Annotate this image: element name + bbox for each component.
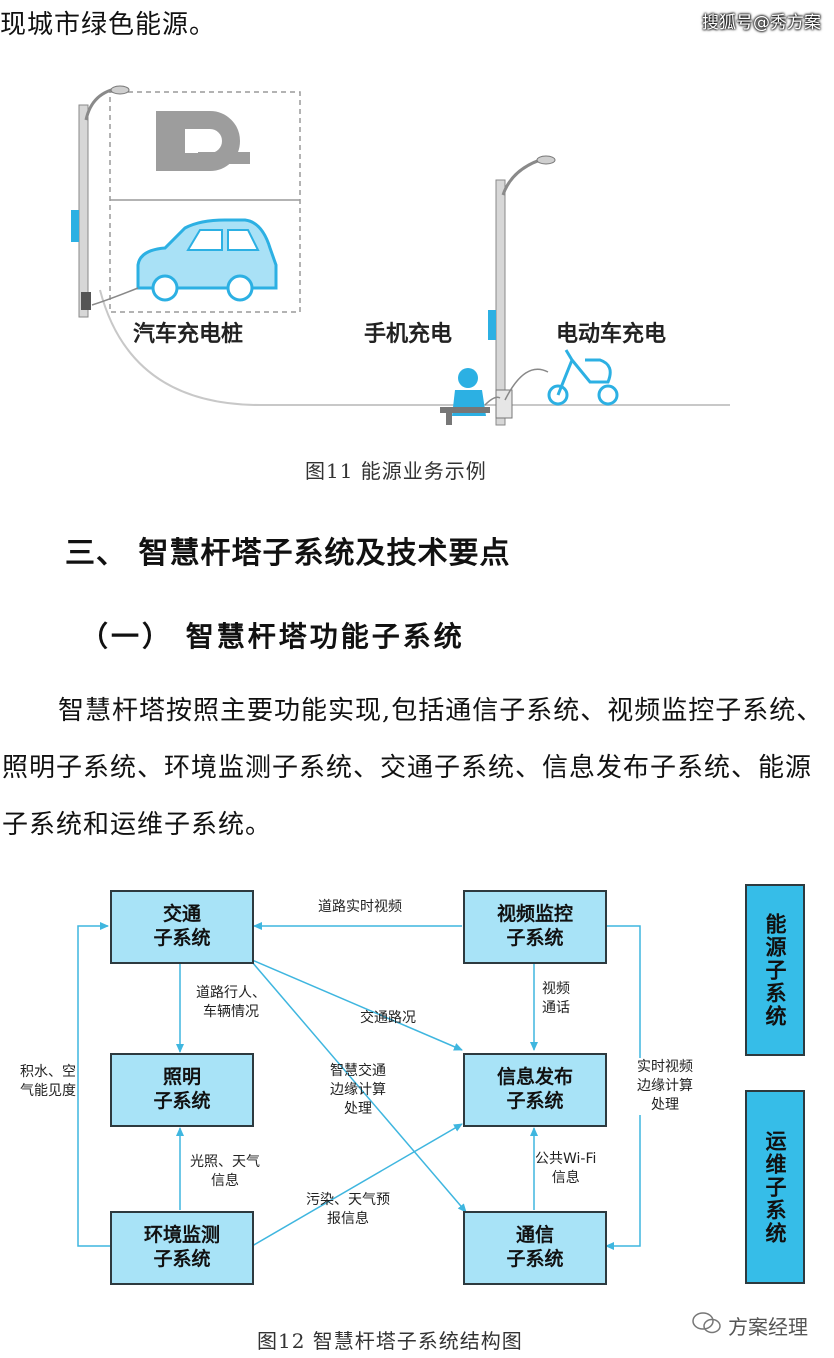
subsection-heading: （一） 智慧杆塔功能子系统: [80, 620, 465, 653]
figure11-caption: 图11 能源业务示例: [305, 459, 487, 483]
edge-label-pollution-forecast: 污染、天气预 报信息: [306, 1191, 390, 1229]
env-box-line1: 环境监测: [143, 1224, 220, 1247]
edge-label-light-weather: 光照、天气 信息: [190, 1153, 260, 1191]
video-box-line2: 子系统: [506, 927, 564, 949]
comm-box-line1: 通信: [515, 1224, 554, 1247]
edge-label-video-call: 视频 通话: [542, 980, 570, 1018]
edge-pollution-line2: 报信息: [327, 1210, 369, 1227]
wechat-account-label: 方案经理: [728, 1315, 808, 1339]
edge-realtime-line2: 边缘计算: [637, 1077, 693, 1094]
wechat-icon: [692, 1311, 722, 1339]
edge-wifi-line1: 公共Wi-Fi: [535, 1151, 597, 1167]
edge-traffic-comm-line1: 智慧交通: [330, 1063, 386, 1079]
paragraph-line-3: 子系统和运维子系统。: [2, 810, 273, 840]
energy-subsystem-box: 能源子系统: [745, 884, 805, 1056]
env-subsystem-box: 环境监测 子系统: [110, 1211, 254, 1285]
comm-box-line2: 子系统: [506, 1248, 564, 1270]
comm-subsystem-box: 通信 子系统: [463, 1211, 607, 1285]
edge-traffic-comm-line3: 处理: [344, 1100, 372, 1117]
traffic-subsystem-box: 交通 子系统: [110, 890, 254, 964]
ebike-charging-label: 电动车充电: [556, 322, 667, 347]
parking-sign-icon: [156, 111, 250, 171]
edge-label-edge-compute-traffic: 智慧交通 边缘计算 处理: [330, 1062, 386, 1119]
edge-pollution-line1: 污染、天气预: [306, 1192, 390, 1208]
video-box-line1: 视频监控: [496, 903, 573, 926]
car-charging-label: 汽车充电桩: [133, 322, 244, 347]
edge-label-water-visibility: 积水、空 气能见度: [20, 1063, 76, 1101]
edge-water-line2: 气能见度: [20, 1082, 76, 1099]
edge-water-line1: 积水、空: [20, 1064, 76, 1080]
edge-realtime-line1: 实时视频: [637, 1059, 693, 1075]
paragraph-line-2: 照明子系统、环境监测子系统、交通子系统、信息发布子系统、能源: [2, 753, 813, 783]
smart-pole-right-icon: [488, 155, 556, 426]
info-box-line1: 信息发布: [496, 1066, 573, 1089]
lighting-box-line2: 子系统: [153, 1090, 211, 1112]
edge-label-road-video: 道路实时视频: [318, 899, 402, 915]
edge-pedestrian-line2: 车辆情况: [203, 1003, 259, 1020]
energy-illustration: [0, 60, 834, 440]
edge-traffic-comm-line2: 边缘计算: [330, 1081, 386, 1098]
ops-subsystem-box: 运维子系统: [745, 1090, 805, 1284]
edge-label-public-wifi: 公共Wi-Fi 信息: [535, 1150, 596, 1188]
edge-wifi-line2: 信息: [551, 1169, 580, 1186]
energy-box-label: 能源子系统: [763, 912, 787, 1028]
edge-label-realtime-video: 实时视频 边缘计算 处理: [637, 1058, 693, 1115]
video-subsystem-box: 视频监控 子系统: [463, 890, 607, 964]
ground-line-icon: [99, 289, 730, 406]
traffic-box-line1: 交通: [162, 903, 201, 926]
ops-box-label: 运维子系统: [763, 1129, 787, 1245]
edge-light-line2: 信息: [211, 1172, 239, 1189]
env-box-line2: 子系统: [153, 1248, 211, 1270]
edge-pedestrian-line1: 道路行人、: [196, 985, 266, 1001]
intro-line-end: 现城市绿色能源。: [0, 10, 217, 40]
lighting-box-line1: 照明: [162, 1066, 201, 1089]
parking-area-icon: [109, 91, 301, 313]
person-charging-phone-icon: [440, 368, 490, 425]
info-subsystem-box: 信息发布 子系统: [463, 1053, 607, 1127]
ebike-icon: [547, 349, 619, 406]
edge-video-call-line1: 视频: [542, 981, 570, 997]
edge-realtime-line3: 处理: [651, 1096, 679, 1113]
edge-label-traffic-conditions: 交通路况: [360, 1010, 416, 1026]
info-box-line2: 子系统: [506, 1090, 564, 1112]
smart-pole-left-icon: [71, 85, 130, 318]
lighting-subsystem-box: 照明 子系统: [110, 1053, 254, 1127]
car-icon: [136, 218, 278, 302]
section-heading: 三、 智慧杆塔子系统及技术要点: [65, 536, 511, 571]
edge-light-line1: 光照、天气: [190, 1154, 260, 1170]
figure12-caption: 图12 智慧杆塔子系统结构图: [257, 1329, 523, 1353]
watermark: 搜狐号@秀方案: [702, 13, 821, 33]
edge-label-pedestrian-vehicle: 道路行人、 车辆情况: [196, 984, 266, 1022]
figure12-arrows: [77, 922, 641, 1250]
edge-video-call-line2: 通话: [542, 999, 570, 1016]
paragraph-line-1: 智慧杆塔按照主要功能实现,包括通信子系统、视频监控子系统、: [58, 696, 824, 726]
traffic-box-line2: 子系统: [153, 927, 211, 949]
phone-charging-label: 手机充电: [364, 322, 453, 347]
